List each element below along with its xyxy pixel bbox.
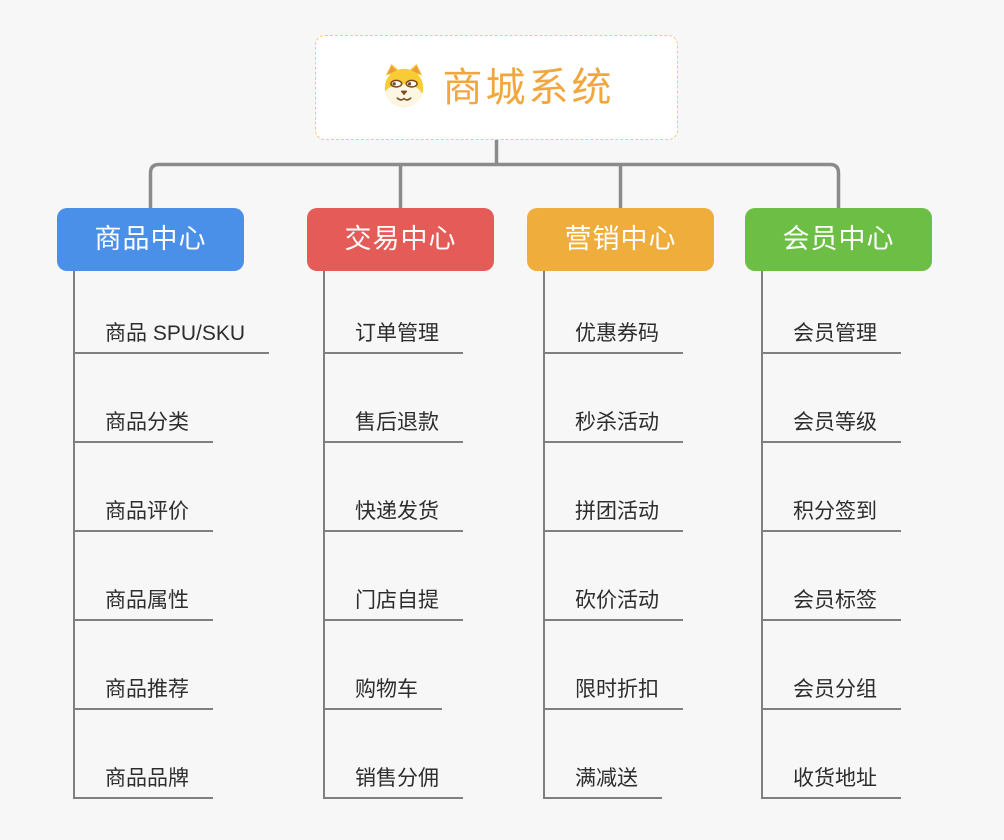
item-label: 砍价活动 — [575, 588, 659, 612]
branch-items: 商品 SPU/SKU 商品分类 商品评价 商品属性 商品推荐 商品品牌 — [73, 271, 270, 799]
branch-item[interactable]: 会员等级 — [763, 354, 901, 443]
item-label: 商品品牌 — [105, 766, 189, 790]
item-label: 积分签到 — [793, 499, 877, 523]
item-label: 商品推荐 — [105, 677, 189, 701]
item-label: 门店自提 — [355, 588, 439, 612]
branch-item[interactable]: 商品推荐 — [75, 621, 213, 710]
branch-label: 交易中心 — [344, 224, 457, 254]
branch-item[interactable]: 销售分佣 — [325, 710, 463, 799]
item-label: 商品 SPU/SKU — [105, 321, 246, 345]
branch-item[interactable]: 商品评价 — [75, 443, 213, 532]
branch-item[interactable]: 商品分类 — [75, 354, 213, 443]
item-label: 拼团活动 — [575, 499, 659, 523]
branch-label: 营销中心 — [564, 224, 677, 254]
branch-header[interactable]: 交易中心 — [307, 208, 494, 271]
item-label: 收货地址 — [793, 766, 877, 790]
branch-item[interactable]: 商品 SPU/SKU — [75, 271, 270, 354]
branch-3: 营销中心 优惠券码 秒杀活动 拼团活动 砍价活动 限时折扣 满减送 — [527, 208, 714, 799]
item-label: 商品属性 — [105, 588, 189, 612]
branch-item[interactable]: 门店自提 — [325, 532, 463, 621]
branch-item[interactable]: 快递发货 — [325, 443, 463, 532]
item-label: 优惠券码 — [575, 321, 659, 345]
item-label: 订单管理 — [355, 321, 439, 345]
branch-item[interactable]: 会员管理 — [763, 271, 901, 354]
branch-item[interactable]: 售后退款 — [325, 354, 463, 443]
branch-item[interactable]: 订单管理 — [325, 271, 463, 354]
branch-1: 商品中心 商品 SPU/SKU 商品分类 商品评价 商品属性 商品推荐 商品品牌 — [57, 208, 270, 799]
branch-item[interactable]: 拼团活动 — [545, 443, 683, 532]
branch-header[interactable]: 会员中心 — [745, 208, 932, 271]
branch-header[interactable]: 营销中心 — [527, 208, 714, 271]
item-label: 会员分组 — [793, 677, 877, 701]
root-node[interactable]: 商城系统 — [315, 35, 678, 140]
branch-item[interactable]: 会员分组 — [763, 621, 901, 710]
item-label: 销售分佣 — [355, 766, 439, 790]
item-label: 商品评价 — [105, 499, 189, 523]
item-label: 限时折扣 — [575, 677, 659, 701]
branch-item[interactable]: 限时折扣 — [545, 621, 683, 710]
branch-item[interactable]: 优惠券码 — [545, 271, 683, 354]
branch-label: 会员中心 — [782, 224, 895, 254]
item-label: 会员标签 — [793, 588, 877, 612]
item-label: 会员管理 — [793, 321, 877, 345]
branch-items: 优惠券码 秒杀活动 拼团活动 砍价活动 限时折扣 满减送 — [543, 271, 683, 799]
item-label: 快递发货 — [355, 499, 439, 523]
branch-item[interactable]: 商品品牌 — [75, 710, 213, 799]
item-label: 会员等级 — [793, 410, 877, 434]
branch-item[interactable]: 砍价活动 — [545, 532, 683, 621]
branch-label: 商品中心 — [94, 224, 207, 254]
branch-item[interactable]: 会员标签 — [763, 532, 901, 621]
item-label: 满减送 — [575, 766, 638, 790]
root-title: 商城系统 — [442, 65, 615, 110]
branch-4: 会员中心 会员管理 会员等级 积分签到 会员标签 会员分组 收货地址 — [745, 208, 932, 799]
branch-header[interactable]: 商品中心 — [57, 208, 244, 271]
branch-item[interactable]: 商品属性 — [75, 532, 213, 621]
item-label: 购物车 — [355, 677, 418, 701]
item-label: 商品分类 — [105, 410, 189, 434]
branch-item[interactable]: 满减送 — [545, 710, 662, 799]
item-label: 秒杀活动 — [575, 410, 659, 434]
branch-bus-line — [148, 162, 841, 208]
branch-2: 交易中心 订单管理 售后退款 快递发货 门店自提 购物车 销售分佣 — [307, 208, 494, 799]
branch-item[interactable]: 积分签到 — [763, 443, 901, 532]
branch-item[interactable]: 收货地址 — [763, 710, 901, 799]
item-label: 售后退款 — [355, 410, 439, 434]
branch-item[interactable]: 秒杀活动 — [545, 354, 683, 443]
branch-items: 会员管理 会员等级 积分签到 会员标签 会员分组 收货地址 — [761, 271, 901, 799]
branch-item[interactable]: 购物车 — [325, 621, 442, 710]
branch-items: 订单管理 售后退款 快递发货 门店自提 购物车 销售分佣 — [323, 271, 463, 799]
shiba-dog-icon — [384, 63, 423, 107]
